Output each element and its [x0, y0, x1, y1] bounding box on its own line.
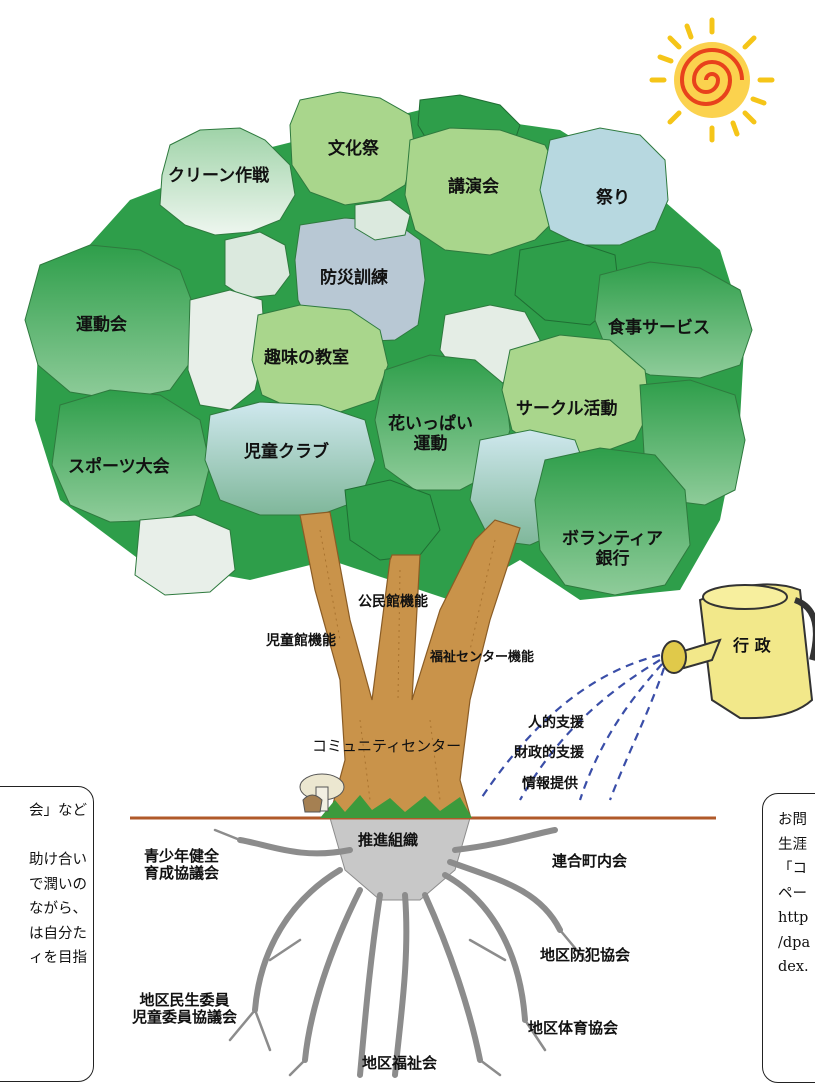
root-label-bouhan: 地区防犯協会: [540, 946, 631, 964]
support-label-financial: 財政的支援: [514, 745, 584, 761]
leaf-matsuri: [539, 127, 669, 246]
support-label-info: 情報提供: [522, 776, 578, 792]
root-label-minsei-line2: 児童委員協議会: [132, 1008, 238, 1027]
leaf-label-kouenkai: 講演会: [448, 177, 499, 197]
leaf-bunkasai: [289, 91, 416, 206]
root-strands: [237, 827, 563, 1078]
leaf-dark-bottom: [344, 479, 441, 561]
water-spray-icon: [479, 653, 666, 801]
right-note-line: ペー: [778, 885, 807, 902]
leaf-label-sports: スポーツ大会: [68, 457, 170, 477]
left-note-line: 助け合い: [29, 852, 87, 868]
root-label-minsei-line1: 地区民生委員: [139, 991, 230, 1009]
leaf-label-volunteer-line1: ボランティア: [562, 529, 663, 549]
root-label-rengo: 連合町内会: [552, 852, 628, 870]
leaf-shumi: [251, 304, 389, 413]
root-label-seishonen-line1: 青少年健全: [144, 847, 220, 865]
right-note-box: お問 生涯 「コ ペー http /dpa dex.: [762, 793, 815, 1083]
left-note-line: 会」など: [29, 803, 87, 819]
root-label-fukushikai: 地区福祉会: [362, 1054, 438, 1072]
leaf-cleanup: [159, 127, 296, 236]
leaf-circle: [501, 334, 651, 456]
right-note-line: 「コ: [778, 861, 807, 877]
root-label-seishonen: 青少年健全 育成協議会: [144, 847, 220, 883]
leaf-label-hana: 花いっぱい 運動: [388, 414, 473, 454]
trunk-label-community-center: コミュニティセンター: [312, 737, 462, 755]
right-note-line: /dpa: [778, 934, 811, 951]
leaf-small-pale-2: [354, 199, 411, 241]
leaf-label-matsuri: 祭り: [596, 188, 630, 208]
leaf-undoukai: [24, 244, 196, 401]
leaf-label-jidou-club: 児童クラブ: [244, 442, 329, 462]
grass: [320, 795, 472, 818]
left-note-line: ィを目指: [29, 950, 87, 966]
leaf-label-shokuji: 食事サービス: [608, 318, 710, 338]
canopy: [24, 91, 753, 600]
leaf-label-circle: サークル活動: [516, 399, 618, 419]
trunk-main: [299, 511, 521, 816]
watering-can-label: 行 政: [733, 636, 771, 655]
trunk-label-kouminkan: 公民館機能: [358, 594, 428, 610]
right-note-line: http: [778, 910, 809, 926]
root-fine: [213, 828, 587, 1077]
leaf-label-cleanup: クリーン作戦: [168, 166, 270, 186]
trunk-label-jidoukan: 児童館機能: [266, 633, 336, 649]
leaf-label-volunteer: ボランティア 銀行: [562, 529, 663, 569]
sun-icon: [649, 17, 775, 143]
right-note-line: お問: [778, 812, 807, 828]
leaf-volunteer: [534, 447, 691, 596]
left-note-box: 会」など 助け合い で潤いの ながら、 は自分た ィを目指: [0, 786, 94, 1082]
leaf-label-shumi: 趣味の教室: [264, 348, 349, 368]
leaf-pale-left: [187, 289, 266, 411]
leaf-sports: [51, 389, 211, 523]
leaf-label-bousai: 防災訓練: [320, 268, 388, 288]
leaf-small-pale-1: [224, 231, 291, 299]
support-label-human: 人的支援: [528, 715, 584, 731]
root-label-seishonen-line2: 育成協議会: [144, 864, 220, 883]
left-note-line: は自分た: [29, 925, 87, 942]
trunk: [299, 511, 521, 816]
root-label-taiiku: 地区体育協会: [528, 1019, 619, 1037]
root-label-minsei: 地区民生委員 児童委員協議会: [132, 991, 238, 1027]
watering-can-icon: [661, 583, 815, 720]
right-note-line: dex.: [778, 959, 809, 975]
mushroom-icon: [299, 773, 345, 813]
leaf-pale-bottom: [134, 514, 236, 596]
left-note-line: [0, 824, 87, 849]
leaf-kouenkai: [404, 127, 561, 256]
root-label-suishin: 推進組織: [358, 831, 419, 849]
left-note-line: ながら、: [29, 901, 87, 917]
left-note-line: で潤いの: [29, 876, 87, 893]
leaf-label-hana-line2: 運動: [413, 433, 448, 454]
right-note-line: 生涯: [778, 836, 807, 853]
leaf-label-bunkasai: 文化祭: [328, 139, 379, 159]
leaf-label-hana-line1: 花いっぱい: [388, 414, 473, 434]
roots: [213, 817, 587, 1078]
trunk-label-fukushi: 福祉センター機能: [430, 650, 535, 665]
leaf-label-undoukai: 運動会: [76, 315, 127, 335]
trunk-texture: [319, 529, 496, 801]
leaf-label-volunteer-line2: 銀行: [595, 548, 630, 569]
